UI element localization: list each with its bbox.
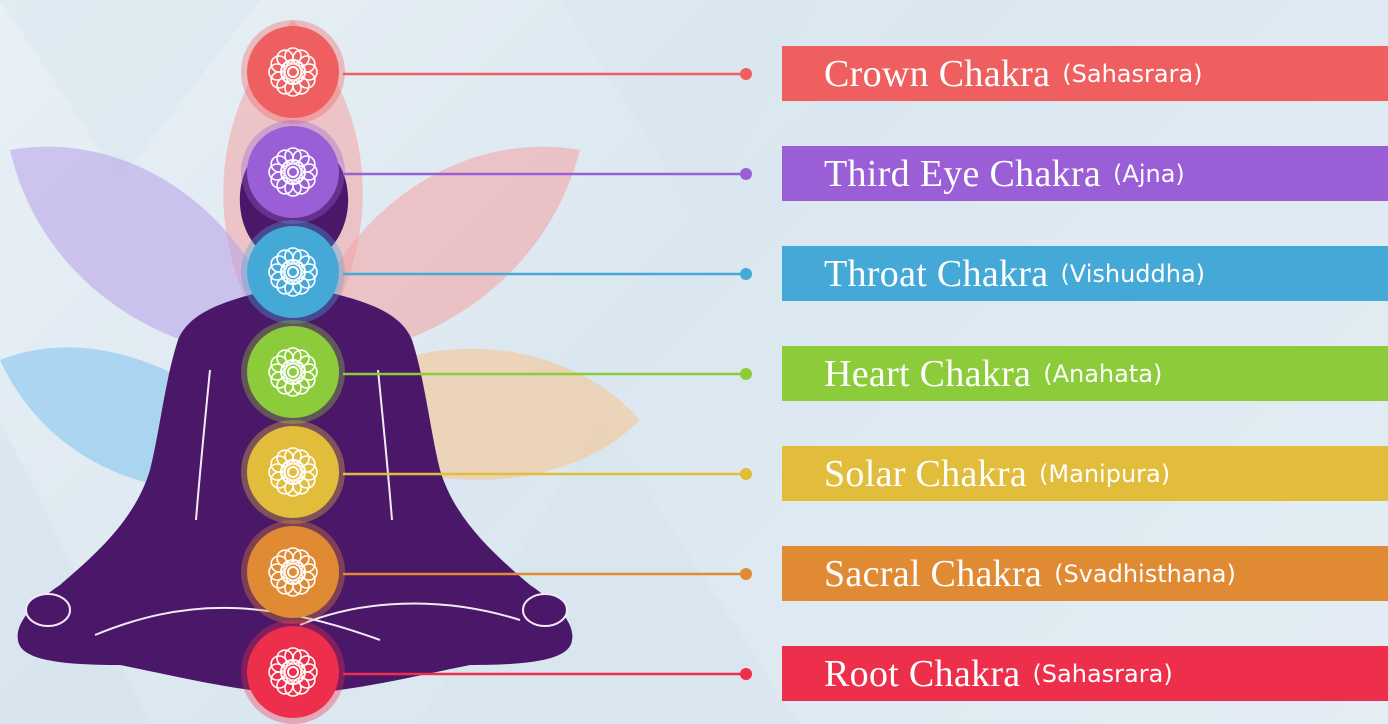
chakra-sanskrit-name: (Vishuddha) — [1060, 260, 1205, 288]
connector-dot — [740, 468, 752, 480]
connector-dot — [740, 568, 752, 580]
chakra-name: Crown Chakra — [824, 52, 1050, 96]
chakra-label-bar: Solar Chakra (Manipura) — [782, 446, 1388, 501]
crown-chakra-icon — [241, 20, 345, 124]
chakra-label-bar: Sacral Chakra (Svadhisthana) — [782, 546, 1388, 601]
connector-dot — [740, 268, 752, 280]
chakra-label-bar: Heart Chakra (Anahata) — [782, 346, 1388, 401]
chakra-label-bar: Root Chakra (Sahasrara) — [782, 646, 1388, 701]
solar-plexus-chakra-icon — [241, 420, 345, 524]
chakra-sanskrit-name: (Manipura) — [1039, 460, 1170, 488]
chakra-name: Root Chakra — [824, 652, 1020, 696]
root-chakra-icon — [241, 620, 345, 724]
sacral-chakra-icon — [241, 520, 345, 624]
chakra-sanskrit-name: (Anahata) — [1043, 360, 1162, 388]
third-eye-chakra-icon — [241, 120, 345, 224]
chakra-name: Throat Chakra — [824, 252, 1048, 296]
connector-dot — [740, 368, 752, 380]
chakra-label-bar: Third Eye Chakra (Ajna) — [782, 146, 1388, 201]
chakra-sanskrit-name: (Sahasrara) — [1062, 60, 1202, 88]
left-hand — [26, 594, 70, 626]
chakra-sanskrit-name: (Sahasrara) — [1032, 660, 1172, 688]
connector-dot — [740, 68, 752, 80]
chakra-sanskrit-name: (Ajna) — [1113, 160, 1185, 188]
chakra-name: Sacral Chakra — [824, 552, 1042, 596]
chakra-name: Solar Chakra — [824, 452, 1027, 496]
connector-dot — [740, 168, 752, 180]
heart-chakra-icon — [241, 320, 345, 424]
chakra-label-bar: Throat Chakra (Vishuddha) — [782, 246, 1388, 301]
chakra-name: Heart Chakra — [824, 352, 1031, 396]
chakra-label-bar: Crown Chakra (Sahasrara) — [782, 46, 1388, 101]
right-hand — [523, 594, 567, 626]
chakra-sanskrit-name: (Svadhisthana) — [1054, 560, 1236, 588]
throat-chakra-icon — [241, 220, 345, 324]
connector-dot — [740, 668, 752, 680]
chakra-name: Third Eye Chakra — [824, 152, 1101, 196]
